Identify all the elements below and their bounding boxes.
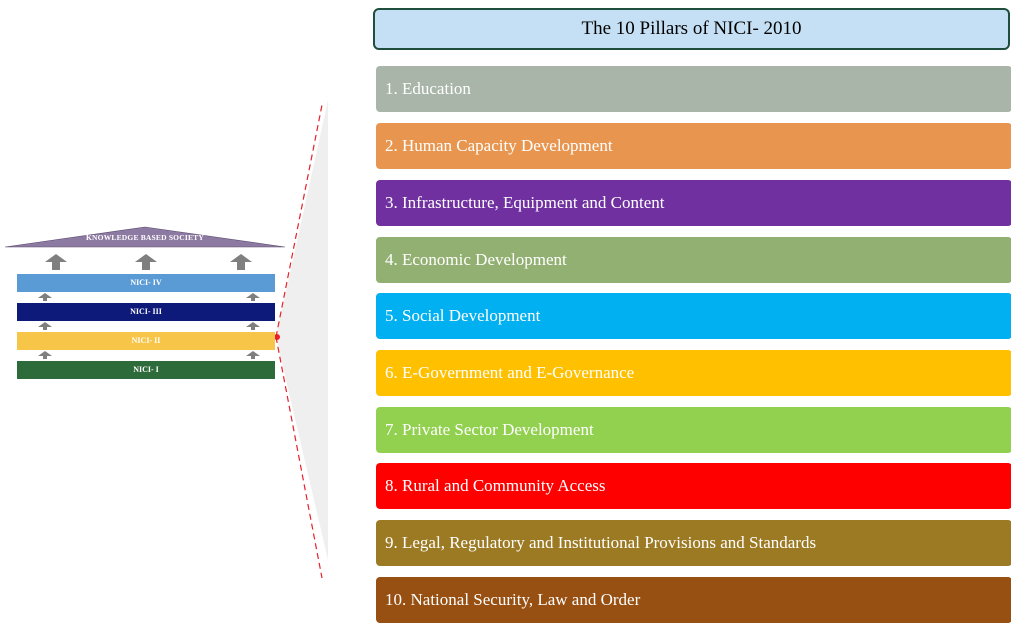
pillars-title: The 10 Pillars of NICI- 2010 <box>373 8 1010 50</box>
up-arrow-icon <box>135 254 157 270</box>
pillar-social: 5. Social Development <box>376 293 1011 339</box>
up-arrow-icon <box>45 254 67 270</box>
pillar-human-capacity: 2. Human Capacity Development <box>376 123 1011 169</box>
up-arrow-icon <box>38 293 52 301</box>
up-arrow-icon <box>230 254 252 270</box>
up-arrow-icon <box>246 351 260 359</box>
pillar-private-sector: 7. Private Sector Development <box>376 407 1011 453</box>
pillar-rural-access: 8. Rural and Community Access <box>376 463 1011 509</box>
up-arrow-icon <box>38 322 52 330</box>
pillar-economic: 4. Economic Development <box>376 237 1011 283</box>
connector-wedge <box>276 100 328 560</box>
connector-line-bottom <box>275 336 323 579</box>
phase-nici-i: NICI- I <box>17 361 275 379</box>
phase-nici-ii: NICI- II <box>17 332 275 350</box>
pillar-legal-regulatory: 9. Legal, Regulatory and Institutional P… <box>376 520 1011 566</box>
roof-label: KNOWLEDGE BASED SOCIETY <box>86 233 204 242</box>
pillar-national-security: 10. National Security, Law and Order <box>376 577 1011 623</box>
phase-nici-iii: NICI- III <box>17 303 275 321</box>
connector-point <box>274 334 280 340</box>
up-arrow-icon <box>246 293 260 301</box>
pillar-e-government: 6. E-Government and E-Governance <box>376 350 1011 396</box>
roof <box>4 226 286 248</box>
phase-nici-iv: NICI- IV <box>17 274 275 292</box>
up-arrow-icon <box>38 351 52 359</box>
up-arrow-icon <box>246 322 260 330</box>
pillar-infrastructure: 3. Infrastructure, Equipment and Content <box>376 180 1011 226</box>
pillar-education: 1. Education <box>376 66 1011 112</box>
